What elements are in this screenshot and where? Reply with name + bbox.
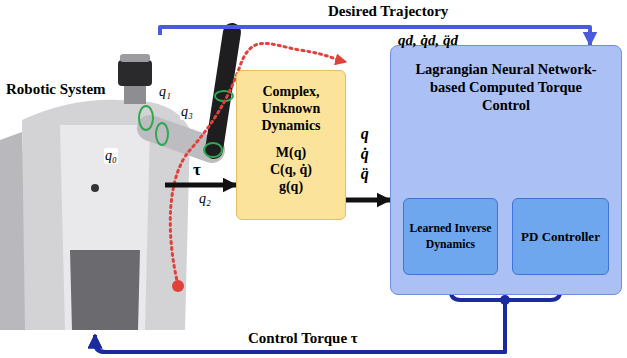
node-formula: M(q) (241, 144, 341, 161)
connector-arrow (160, 27, 590, 45)
joint-ring (156, 123, 168, 145)
robot-neck (124, 84, 146, 104)
connector-arrow (165, 183, 236, 188)
robot-logo (91, 184, 99, 192)
node-title: Lagrangian Neural Network-based Computed… (406, 60, 606, 114)
robot-upper-arm (150, 128, 212, 150)
control-torque-label: Control Torque τ (248, 330, 358, 347)
joint-ring (204, 143, 222, 157)
robot-chest-panel (60, 125, 150, 330)
junction-dot (500, 295, 510, 305)
joint-label: q₁ (158, 84, 172, 100)
dynamics-box: Complex, Unknown DynamicsM(q)C(q, q̇)g(q… (236, 70, 346, 220)
robot-head-cap (120, 54, 150, 62)
trajectory-label: Desired Trajectory (328, 3, 448, 20)
torque-label: τ (193, 160, 201, 180)
node-formula: g(q) (241, 178, 341, 195)
module-box: Learned Inverse Dynamics (403, 198, 498, 275)
joint-label: q₂ (198, 191, 212, 207)
robot-dark-panel (70, 250, 140, 330)
controller-box: Lagrangian Neural Network-based Computed… (390, 45, 622, 295)
joint-label: q₀ (104, 148, 118, 164)
node-formula: C(q, q̇) (241, 161, 341, 178)
signal-label: qd, q̇d, q̈d (398, 32, 458, 49)
joint-label: q₃ (180, 104, 194, 120)
desired-trajectory-curve (170, 43, 346, 285)
joint-ring (139, 106, 153, 130)
module-box: PD Controller (512, 198, 609, 275)
robot-head (118, 60, 152, 86)
state-label: q q̇ q̈ (356, 124, 374, 184)
robot-region: Robotic System (0, 35, 165, 335)
node-title: Robotic System (6, 81, 106, 98)
node-title: Learned Inverse Dynamics (404, 221, 497, 253)
node-title: Complex, Unknown Dynamics (241, 83, 341, 134)
connector-arrow (346, 198, 390, 203)
node-title: PD Controller (518, 229, 603, 245)
